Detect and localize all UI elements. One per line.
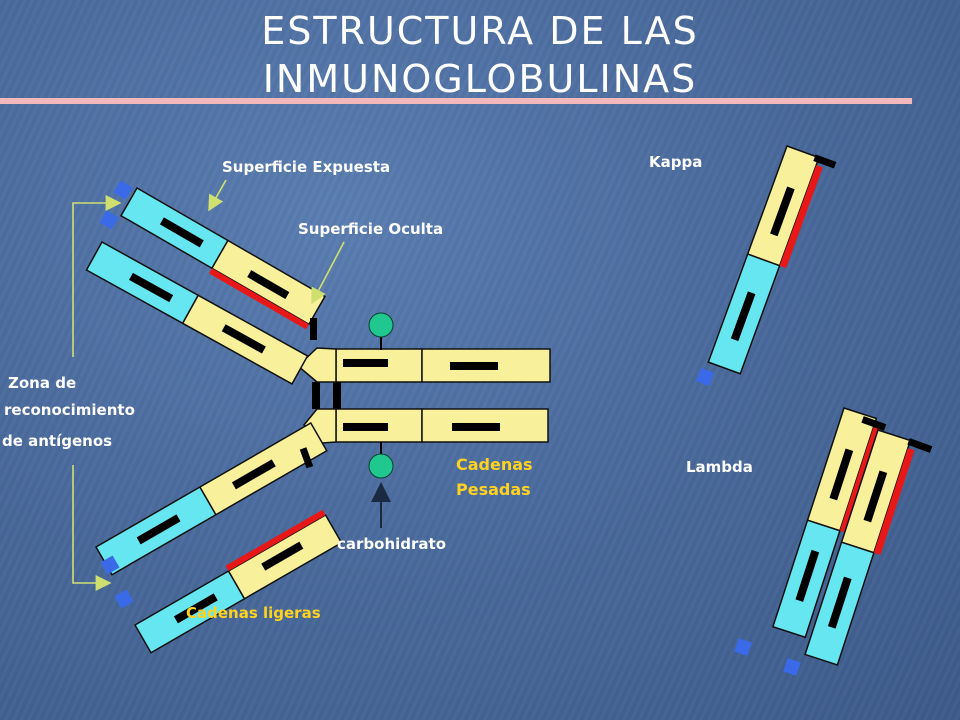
lambda-antigen-site-1 [734,638,752,656]
carbohydrate-lower [368,442,394,479]
label-cadenas-ligeras: Cadenas ligeras [186,604,321,622]
antigen-site-upper-2 [99,210,119,230]
fab-lower-light-chain [133,447,343,654]
slide-title-line-1: ESTRUCTURA DE LAS [261,9,699,53]
carbohydrate-upper [368,312,394,350]
label-cadenas-pesadas-1: Cadenas [456,455,533,474]
lambda-antigen-site-2 [783,658,801,676]
arrow-zona-reconocimiento [72,195,122,591]
title-underline [0,98,912,104]
label-superficie-oculta: Superficie Oculta [298,220,443,238]
lambda-light-chain-2 [783,429,933,676]
arrow-superficie-oculta [311,241,345,305]
label-de-antigenos: de antígenos [2,432,112,450]
fab-upper-heavy-chain [85,240,337,385]
label-superficie-expuesta: Superficie Expuesta [222,158,390,176]
heavy-chain-upper-constant [335,348,551,383]
antigen-site-upper-1 [113,180,133,200]
fab-lower-heavy-chain [94,408,337,576]
kappa-light-chain [696,145,837,386]
slide-title-line-2: INMUNOGLOBULINAS [262,57,698,101]
heavy-chain-lower-constant [335,408,549,443]
kappa-antigen-site [696,368,714,386]
fab-upper-light-chain [119,186,326,340]
arrow-superficie-expuesta [208,179,227,212]
label-reconocimiento: reconocimiento [4,401,135,419]
label-kappa: Kappa [649,153,702,171]
hinge-disulfide-bonds [312,382,341,409]
label-zona-de: Zona de [8,374,76,392]
antigen-site-lower-2 [114,589,134,609]
label-cadenas-pesadas-2: Pesadas [456,480,531,499]
label-carbohidrato: carbohidrato [337,535,446,553]
label-lambda: Lambda [686,458,753,476]
antigen-site-lower-1 [100,555,120,575]
